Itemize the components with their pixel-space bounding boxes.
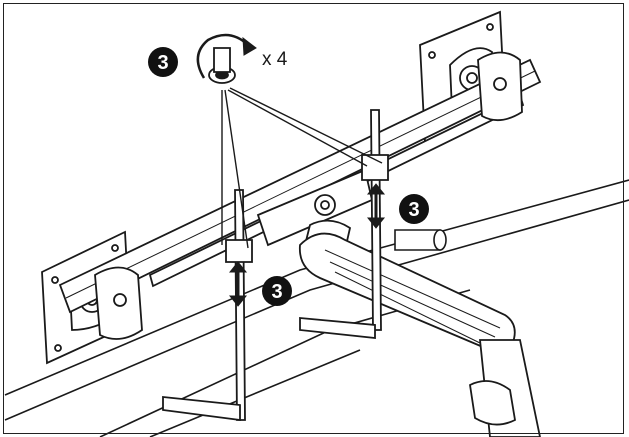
step-number: 3 [271, 281, 282, 303]
step-badge-left: 3 [262, 276, 292, 306]
crossbar-clamp-left [94, 266, 143, 340]
up-down-arrow-icon [366, 183, 386, 229]
gas-spring-arm [298, 232, 541, 437]
quantity-label: x 4 [262, 49, 288, 70]
step-badge-right: 3 [399, 194, 429, 224]
leader-lines [221, 87, 383, 249]
up-down-arrow-icon [228, 261, 248, 307]
step-badge-top: 3 [148, 47, 178, 77]
step-number: 3 [157, 52, 168, 74]
bolt-icon [208, 47, 236, 84]
rotate-clockwise-arrow-icon [196, 33, 257, 79]
crossbar-clamp-right [477, 51, 523, 122]
step-number: 3 [408, 199, 419, 221]
desk-post [394, 229, 447, 251]
allen-key-left [162, 189, 253, 422]
